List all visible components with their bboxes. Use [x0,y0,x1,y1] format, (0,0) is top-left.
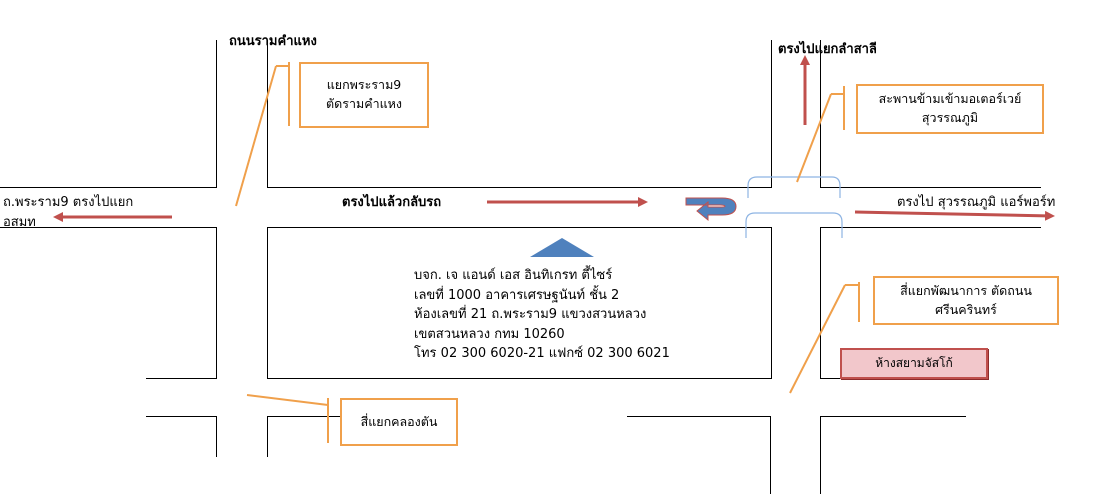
block-mid-center [267,227,772,379]
callout-rama9-junction: แยกพระราม9 ตัดรามคำแหง [299,62,429,128]
company-address-line2: ห้องเลขที่ 21 ถ.พระราม9 แขวงสวนหลวง [414,307,647,322]
location-marker [530,238,594,257]
road-label-lamsalee: ตรงไปแยกลำสาลี [778,42,877,57]
landmark-mall: ห้างสยามจัสโก้ [840,348,988,379]
company-name: บจก. เจ แอนด์ เอส อินทิเกรท ตี้ไซร์ [414,268,613,283]
callout-phatthanakan: สี่แยกพัฒนาการ ตัดถนน ศรีนครินทร์ [873,276,1059,325]
block-bot-right [820,416,966,494]
road-label-rama9-line2: อสมท [3,215,36,230]
callout-phatthanakan-line1: สี่แยกพัฒนาการ ตัดถนน [900,282,1032,298]
leader-motorway [796,93,832,183]
block-top-right [820,40,1041,188]
callout-rama9-line2: ตัดรามคำแหง [326,96,402,111]
block-bot-left [146,416,217,457]
bridge-top [747,176,841,198]
uturn-arrow [685,197,737,222]
callout-phatthanakan-line2: ศรีนครินทร์ [935,301,997,317]
company-address: บจก. เจ แอนด์ เอส อินทิเกรท ตี้ไซร์ เลขท… [414,266,670,364]
road-label-rama9-line1: ถ.พระราม9 ตรงไปแยก [3,195,134,210]
callout-motorway-bridge: สะพานข้ามเข้ามอเตอร์เวย์ สุวรรณภูมิ [856,84,1044,134]
block-mid-left [0,227,217,379]
callout-rama9-line1: แยกพระราม9 [326,77,402,93]
company-address-line1: เลขที่ 1000 อาคารเศรษฐนันท์ ชั้น 2 [414,287,620,303]
leader-phatthanakan [789,284,846,394]
block-mid-right [820,227,1041,379]
callout-khlongton-line1: สี่แยกคลองตัน [360,413,438,429]
block-bot-center-left [267,416,341,457]
bridge-bottom [745,212,843,238]
block-bot-center-right [627,416,771,494]
company-phone: โทร 02 300 6020-21 แฟกซ์ 02 300 6021 [414,346,670,361]
road-edge-lower-left [146,378,216,379]
leader-khlongton [246,394,329,406]
arrow-right-suvarnabhumi [854,210,1055,221]
road-edge-lower-mid [627,378,770,379]
callout-khlongton: สี่แยกคลองตัน [340,398,458,446]
block-top-left [0,40,217,188]
road-label-ramkhamhaeng: ถนนรามคำแหง [229,34,317,49]
callout-motorway-line2: สุวรรณภูมิ [921,110,979,125]
block-top-center [267,40,772,188]
road-label-uturn: ตรงไปแล้วกลับรถ [342,195,442,210]
road-label-suvarnabhumi: ตรงไป สุวรรณภูมิ แอร์พอร์ท [897,195,1056,210]
leader-rama9-junction [235,65,277,207]
company-address-line3: เขตสวนหลวง กทม 10260 [414,326,565,342]
callout-motorway-line1: สะพานข้ามเข้ามอเตอร์เวย์ [878,91,1022,107]
